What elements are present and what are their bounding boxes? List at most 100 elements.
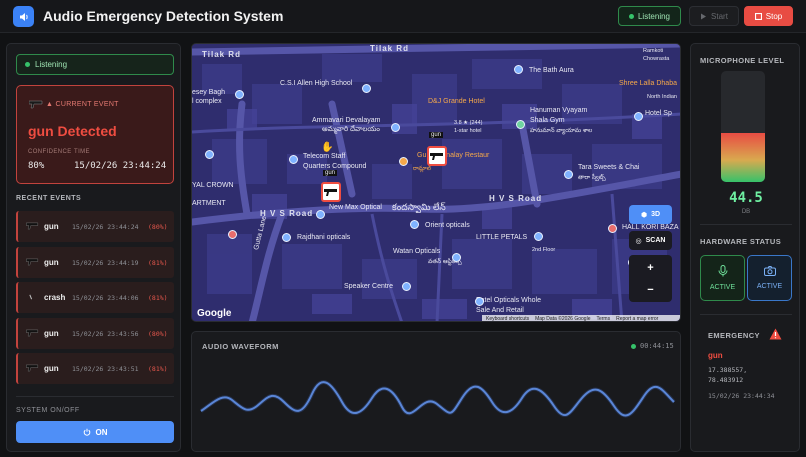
map-label: Sale And Retail [476,307,524,314]
map-label: Tara Sweets & Chai [578,164,640,171]
map-label: H V S Road [489,194,543,203]
map-pin-icon[interactable] [514,65,523,74]
view-3d-button[interactable]: ⬢ 3D [629,205,672,224]
map-view[interactable]: Tilak Rd Tilak Rd C.S.I Allen High Schoo… [191,43,681,322]
map-label: YAL CROWN [192,182,234,189]
top-bar: Audio Emergency Detection System Listeni… [0,0,806,33]
gun-icon [29,100,43,109]
map-attribution: Keyboard shortcuts Map Data ©2026 Google… [482,315,680,322]
start-button[interactable]: Start [689,6,739,26]
map-pin-icon[interactable] [391,123,400,132]
emergency-latitude: 17.388557, [708,366,748,374]
event-time: 15/02/26 23:44:19 [72,259,139,267]
event-time: 15/02/26 23:43:56 [72,330,139,338]
map-pin-icon[interactable] [402,282,411,291]
map-label: Telecom Staff [303,153,346,160]
gun-marker-label: gun [323,170,338,176]
microphone-level-value: 44.5 [729,190,763,206]
map-pin-icon[interactable] [205,150,214,159]
map-label: Chowrasta [643,56,670,62]
right-panel: MICROPHONE LEVEL 44.5 DB HARDWARE STATUS… [690,43,800,452]
map-pin-icon[interactable] [516,120,525,129]
map-label: Ammavari Devalayam [312,117,381,124]
gun-marker-label: gun [429,132,444,138]
event-confidence: (81%) [148,259,168,267]
gun-icon [26,364,39,372]
map-label: రామ్లాల్ [413,166,431,172]
microphone-meter-fill [721,133,765,182]
event-type: crash [44,293,66,302]
stop-label: Stop [765,11,783,21]
map-label: Rajdhani opticals [297,234,351,241]
event-row[interactable]: gun 15/02/26 23:44:24 (80%) [16,211,174,242]
camera-status-card[interactable]: ACTIVE [747,255,792,301]
event-row[interactable]: gun 15/02/26 23:44:19 (81%) [16,247,174,278]
event-type: gun [44,329,59,338]
emergency-type: gun [708,351,723,360]
map-pin-icon[interactable] [282,233,291,242]
map-pin-icon[interactable] [452,253,461,262]
waveform-panel: AUDIO WAVEFORM 00:44:15 [191,331,681,452]
hardware-status-title: HARDWARE STATUS [700,237,782,246]
map-pin-icon[interactable] [362,84,371,93]
event-row[interactable]: gun 15/02/26 23:43:51 (81%) [16,353,174,384]
map-label: l complex [192,98,222,105]
map-label: Ramkoti [643,48,664,54]
stop-button[interactable]: Stop [744,6,793,26]
map-label: Hotel Sp [645,110,672,117]
power-icon [83,428,90,436]
map-label: 1-star hotel [454,128,482,134]
map-pin-icon[interactable] [228,230,237,239]
gun-icon [26,329,39,337]
keyboard-shortcuts-link[interactable]: Keyboard shortcuts [486,316,530,322]
event-type: gun [44,222,59,231]
divider [16,396,174,397]
map-label: Speaker Centre [344,283,394,290]
zoom-in-button[interactable]: + [647,261,654,274]
system-on-button[interactable]: ON [16,421,174,443]
map-pin-icon[interactable] [235,90,244,99]
zoom-out-button[interactable]: − [647,283,654,296]
gun-marker-icon[interactable] [321,182,341,202]
event-confidence: (81%) [148,365,168,373]
report-error-link[interactable]: Report a map error [616,316,659,322]
scan-button[interactable]: ◎ SCAN [629,231,672,250]
map-canvas [192,44,680,321]
gun-marker-icon[interactable] [427,146,447,166]
waveform-plot [199,380,676,418]
map-pin-icon[interactable] [316,210,325,219]
map-label: Hanuman Vyayam [530,107,588,114]
scan-icon: ◎ [635,237,642,245]
map-pin-icon[interactable] [410,220,419,229]
emergency-longitude: 78.483912 [708,376,744,384]
map-label: esey Bagh [192,89,226,96]
start-label: Start [711,11,728,21]
map-label: Quarters Compound [303,163,367,170]
current-event-card: ▲ CURRENT EVENT gun Detected CONFIDENCE … [16,85,174,184]
microphone-status-card[interactable]: ACTIVE [700,255,745,301]
map-pin-icon[interactable] [608,224,617,233]
google-logo: Google [197,308,232,319]
listening-button[interactable]: Listening [618,6,681,26]
event-time: 15/02/26 23:44:06 [72,294,139,302]
terms-link[interactable]: Terms [596,316,611,322]
zoom-control: + − [629,255,672,302]
map-label: C.S.I Allen High School [280,80,353,87]
map-pin-icon[interactable] [534,232,543,241]
view-3d-label: 3D [651,211,661,218]
map-label: D&J Grande Hotel [428,98,485,105]
event-row[interactable]: gun 15/02/26 23:43:56 (80%) [16,318,174,349]
map-label: హనుమాన్ వ్యాయామ శాల [530,128,593,134]
waveform-title: AUDIO WAVEFORM [202,342,279,351]
map-pin-icon[interactable] [475,297,484,306]
event-row[interactable]: crash 15/02/26 23:44:06 (81%) [16,282,174,313]
scan-label: SCAN [645,237,666,244]
map-pin-icon[interactable] [399,157,408,166]
map-label: The Bath Aura [529,67,574,74]
map-label: తారా స్వీట్స్ [578,175,606,181]
map-data-text: Map Data ©2026 Google [535,316,591,322]
map-pin-icon[interactable] [289,155,298,164]
map-pin-icon[interactable] [564,170,573,179]
event-type: gun [44,364,59,373]
map-pin-icon[interactable] [634,112,643,121]
